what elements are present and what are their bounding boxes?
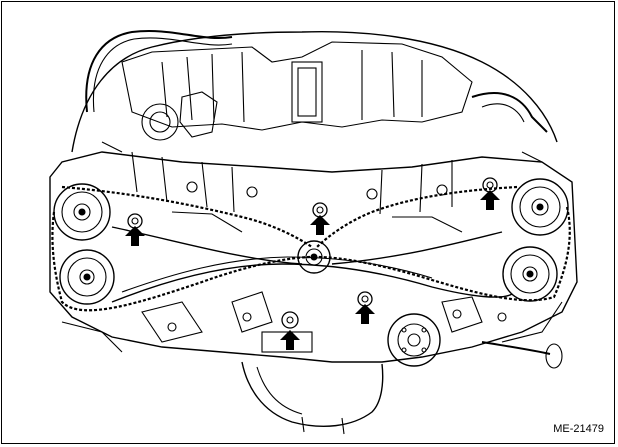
top-hose: [85, 30, 233, 113]
right-pipe: [471, 92, 548, 133]
center-bracket: [291, 61, 323, 123]
engine-upper-outline: [71, 31, 558, 153]
idler-upper-center: [312, 202, 328, 218]
arrow-left-idler: [125, 226, 145, 246]
idler-left: [127, 213, 143, 229]
timing-chain-left: [51, 211, 313, 312]
engine-block-outline: [49, 151, 578, 363]
figure-code: ME-21479: [553, 423, 604, 435]
coolant-outlet-pipe: [481, 341, 551, 355]
idler-lower-right: [357, 291, 373, 307]
throttle-body: [141, 103, 179, 141]
center-bracket-inner: [297, 67, 317, 117]
arrow-upper-right-idler: [480, 190, 500, 210]
water-pump: [387, 313, 441, 367]
arrow-lower-right-idler: [355, 304, 375, 324]
chain-guide-lower: [111, 263, 513, 303]
intake-manifold: [121, 41, 473, 131]
sensor-cluster: [179, 91, 218, 138]
arrow-upper-center-idler: [310, 215, 330, 235]
idler-lower-center: [281, 311, 299, 329]
oil-pan: [241, 361, 384, 427]
intake-ribs: [161, 50, 423, 123]
left-lower-cam-sprocket: [59, 249, 115, 305]
top-hose-inner: [92, 37, 233, 113]
arrow-lower-center-idler: [280, 330, 300, 350]
crankshaft-sprocket: [297, 240, 331, 274]
